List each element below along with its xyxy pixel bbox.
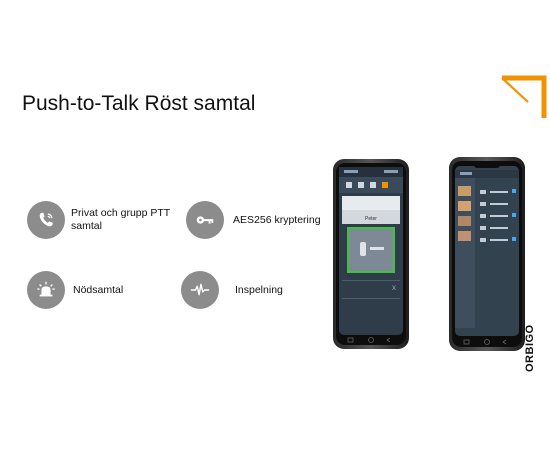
key-icon: [186, 201, 224, 239]
phone-call-icon: [27, 201, 65, 239]
phone-right: [449, 157, 525, 351]
dialog-close-glyph: X: [392, 286, 396, 292]
feature-label-encryption: AES256 kryptering: [233, 214, 321, 226]
slide-title: Push-to-Talk Röst samtal: [22, 92, 256, 115]
feature-label-ptt: Privat och grupp PTT samtal: [71, 207, 171, 232]
dialog-title: Peter: [365, 216, 377, 222]
feature-label-recording: Inspelning: [235, 284, 283, 296]
corner-bracket-logo: [501, 75, 547, 118]
emergency-siren-icon: [27, 271, 65, 309]
feature-label-emergency: Nödsamtal: [73, 284, 124, 296]
phone-left: Peter X: [333, 159, 409, 349]
brand-logo-text: ORBIGO: [524, 324, 536, 372]
waveform-icon: [181, 271, 219, 309]
